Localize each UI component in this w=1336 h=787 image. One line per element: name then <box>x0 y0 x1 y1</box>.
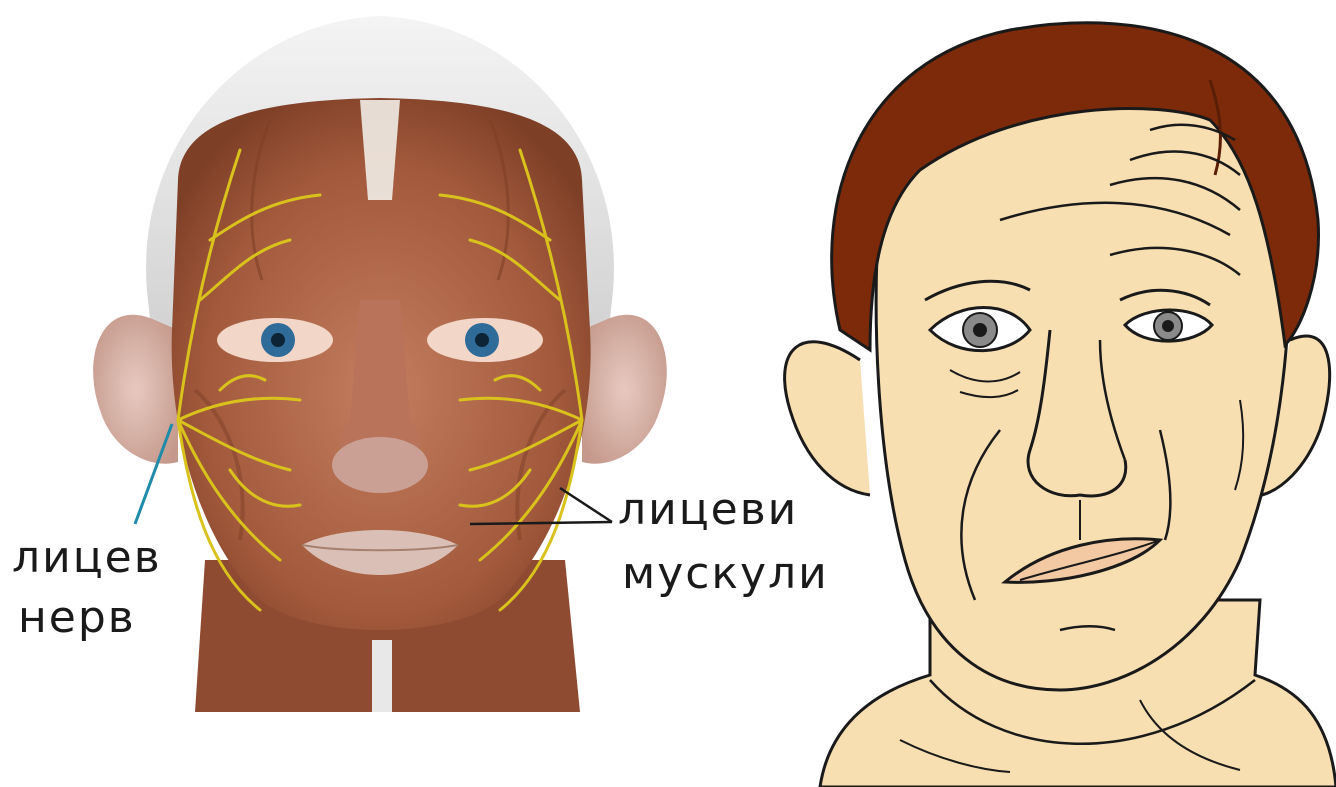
facial-muscles-label-line-2: мускули <box>622 548 829 600</box>
facial-nerve-label-line-2: нерв <box>18 592 136 644</box>
facial-palsy-face-icon <box>785 23 1336 787</box>
facial-nerve-label-line-1: лицев <box>12 532 162 584</box>
anatomy-head-icon <box>93 16 667 712</box>
facial-muscles-label-line-1: лицеви <box>618 484 798 536</box>
